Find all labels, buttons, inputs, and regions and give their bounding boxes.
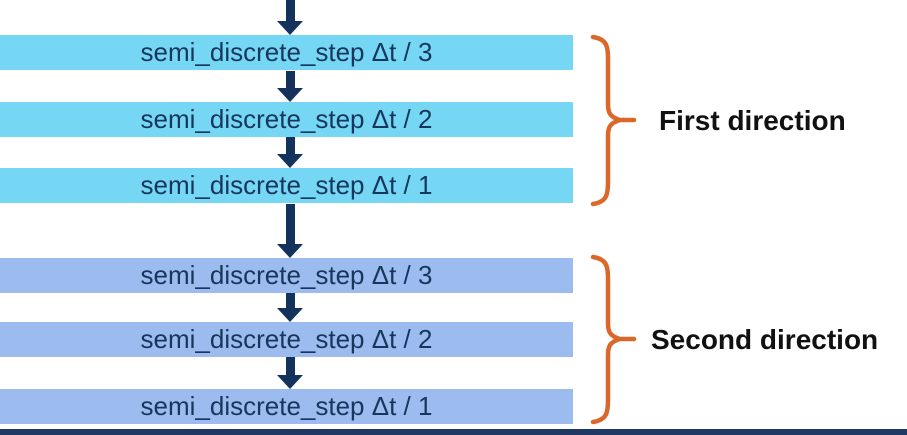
flow-arrow (277, 137, 303, 168)
arrow-shaft (285, 293, 295, 308)
arrow-shaft (285, 204, 295, 244)
step-box-first-dt2: semi_discrete_step Δt / 2 (0, 102, 573, 137)
step-label: semi_discrete_step Δt / 3 (140, 260, 433, 290)
flow-arrow (277, 71, 303, 102)
flow-arrow-into-first-group (277, 0, 303, 35)
arrow-head-icon (277, 244, 303, 258)
curly-brace-first-icon (590, 34, 637, 207)
step-label: semi_discrete_step Δt / 1 (140, 391, 433, 421)
step-label: semi_discrete_step Δt / 3 (140, 37, 433, 67)
arrow-head-icon (277, 308, 303, 322)
arrow-shaft (285, 71, 295, 88)
step-box-first-dt3: semi_discrete_step Δt / 3 (0, 35, 573, 70)
step-box-second-dt2: semi_discrete_step Δt / 2 (0, 322, 573, 357)
step-label: semi_discrete_step Δt / 2 (140, 104, 433, 134)
step-box-first-dt1: semi_discrete_step Δt / 1 (0, 168, 573, 203)
arrow-shaft (285, 0, 295, 21)
arrow-head-icon (277, 21, 303, 35)
arrow-shaft (285, 357, 295, 375)
first-direction-label: First direction (659, 105, 846, 136)
arrow-head-icon (277, 375, 303, 389)
step-box-second-dt3: semi_discrete_step Δt / 3 (0, 258, 573, 293)
arrow-head-icon (277, 88, 303, 102)
arrow-shaft (285, 137, 295, 154)
step-label: semi_discrete_step Δt / 2 (140, 324, 433, 354)
bottom-edge-bar (0, 429, 907, 435)
flow-arrow (277, 357, 303, 389)
step-box-second-dt1: semi_discrete_step Δt / 1 (0, 389, 573, 424)
step-label: semi_discrete_step Δt / 1 (140, 170, 433, 200)
arrow-head-icon (277, 154, 303, 168)
curly-brace-second-icon (590, 254, 637, 425)
second-direction-label: Second direction (651, 324, 879, 355)
flow-arrow-between-groups (277, 204, 303, 258)
flow-arrow (277, 293, 303, 322)
